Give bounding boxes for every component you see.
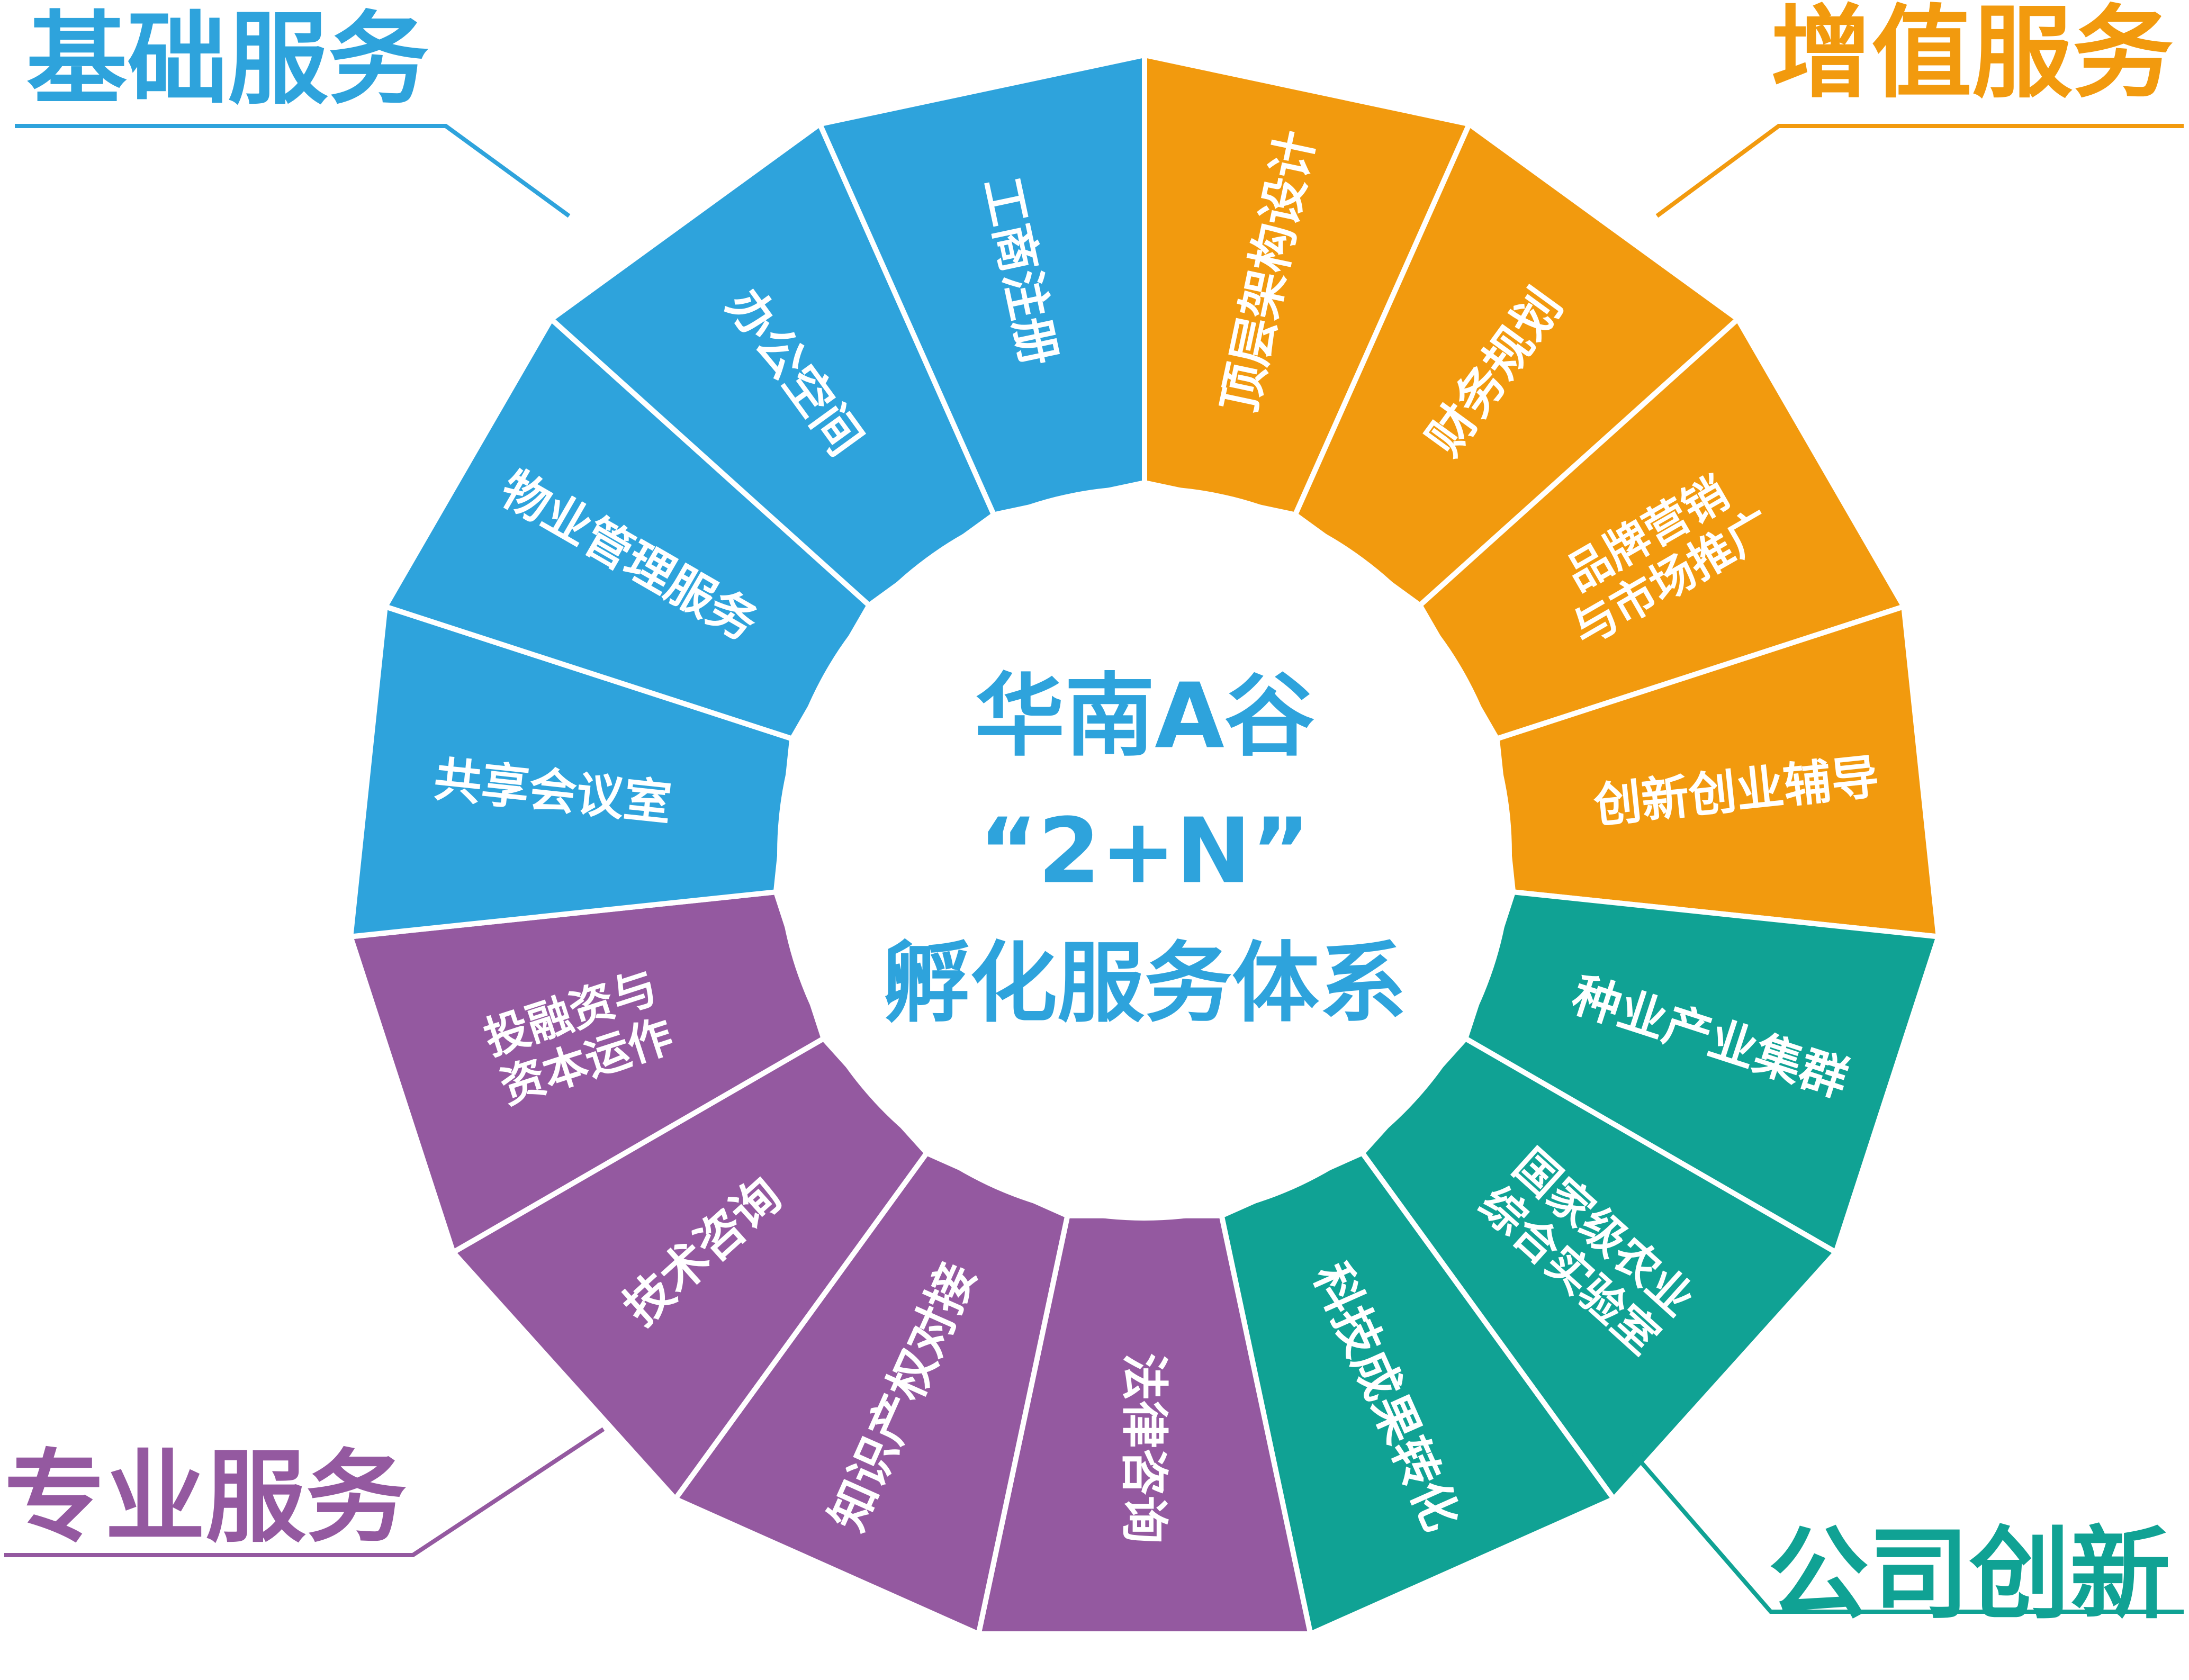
segment-label-professional-0: 法律咨询 bbox=[1116, 1353, 1172, 1543]
leader-line-professional bbox=[4, 1427, 605, 1557]
leader-line-value-added bbox=[1655, 124, 2184, 218]
center-hub bbox=[777, 486, 1512, 1221]
group-title-professional-services: 专业服务 bbox=[4, 1439, 407, 1556]
group-title-value-added-services: 增值服务 bbox=[1771, 0, 2174, 112]
leader-lines bbox=[4, 124, 2184, 1614]
group-title-company-innovation: 公司创新 bbox=[1768, 1516, 2171, 1633]
center-title-line1: 华南A谷 bbox=[975, 664, 1314, 769]
segment-basic-3 bbox=[817, 52, 1147, 518]
center-title-line3: 孵化服务体系 bbox=[882, 933, 1407, 1034]
center-title: 华南A谷 “2+N” 孵化服务体系 bbox=[882, 664, 1407, 1034]
center-title-line2: “2+N” bbox=[979, 799, 1310, 904]
leader-line-innovation bbox=[1631, 1451, 2184, 1614]
group-title-basic-services: 基础服务 bbox=[26, 1, 429, 118]
wheel-segments: 顶层架构设计财务规划品牌营销与市场推广创新创业辅导种业产业集群国家级农业综合实验… bbox=[348, 52, 1941, 1637]
leader-line-basic bbox=[15, 124, 571, 218]
